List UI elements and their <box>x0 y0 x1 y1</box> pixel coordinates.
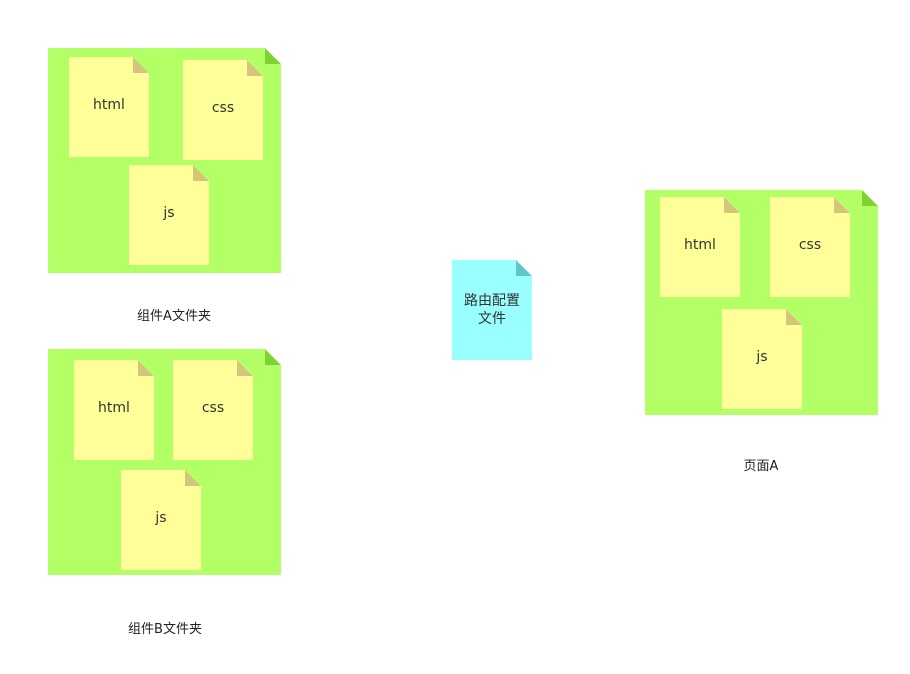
page-a-container: html css js <box>645 190 878 415</box>
component-a-folder-caption: 组件A文件夹 <box>137 309 211 324</box>
folder-fold-corner <box>265 349 281 365</box>
page-a-html-file: html <box>660 197 740 297</box>
route-config-file: 路由配置 文件 <box>452 260 532 360</box>
component-a-js-file: js <box>129 165 209 265</box>
component-b-html-file: html <box>74 360 154 460</box>
component-b-folder: html css js <box>48 349 281 575</box>
folder-fold-corner <box>265 48 281 64</box>
file-label: css <box>211 100 235 116</box>
file-label: css <box>798 237 822 253</box>
component-b-js-file: js <box>121 470 201 570</box>
page-a-caption: 页面A <box>743 459 779 474</box>
file-label: html <box>93 97 125 113</box>
folder-fold-corner <box>862 190 878 206</box>
file-label: js <box>756 349 768 365</box>
component-a-folder: html css js <box>48 48 281 273</box>
file-label: js <box>155 510 167 526</box>
page-a-js-file: js <box>722 309 802 409</box>
file-label: css <box>201 400 225 416</box>
component-b-css-file: css <box>173 360 253 460</box>
page-a-css-file: css <box>770 197 850 297</box>
component-a-html-file: html <box>69 57 149 157</box>
component-b-folder-caption: 组件B文件夹 <box>128 622 202 637</box>
file-label: html <box>98 400 130 416</box>
file-fold-corner <box>516 260 532 276</box>
route-config-label-line1: 路由配置 <box>464 293 520 309</box>
file-label: js <box>163 205 175 221</box>
file-label: html <box>684 237 716 253</box>
route-config-label-line2: 文件 <box>478 311 506 327</box>
component-a-css-file: css <box>183 60 263 160</box>
route-config-label: 路由配置 文件 <box>452 292 532 328</box>
